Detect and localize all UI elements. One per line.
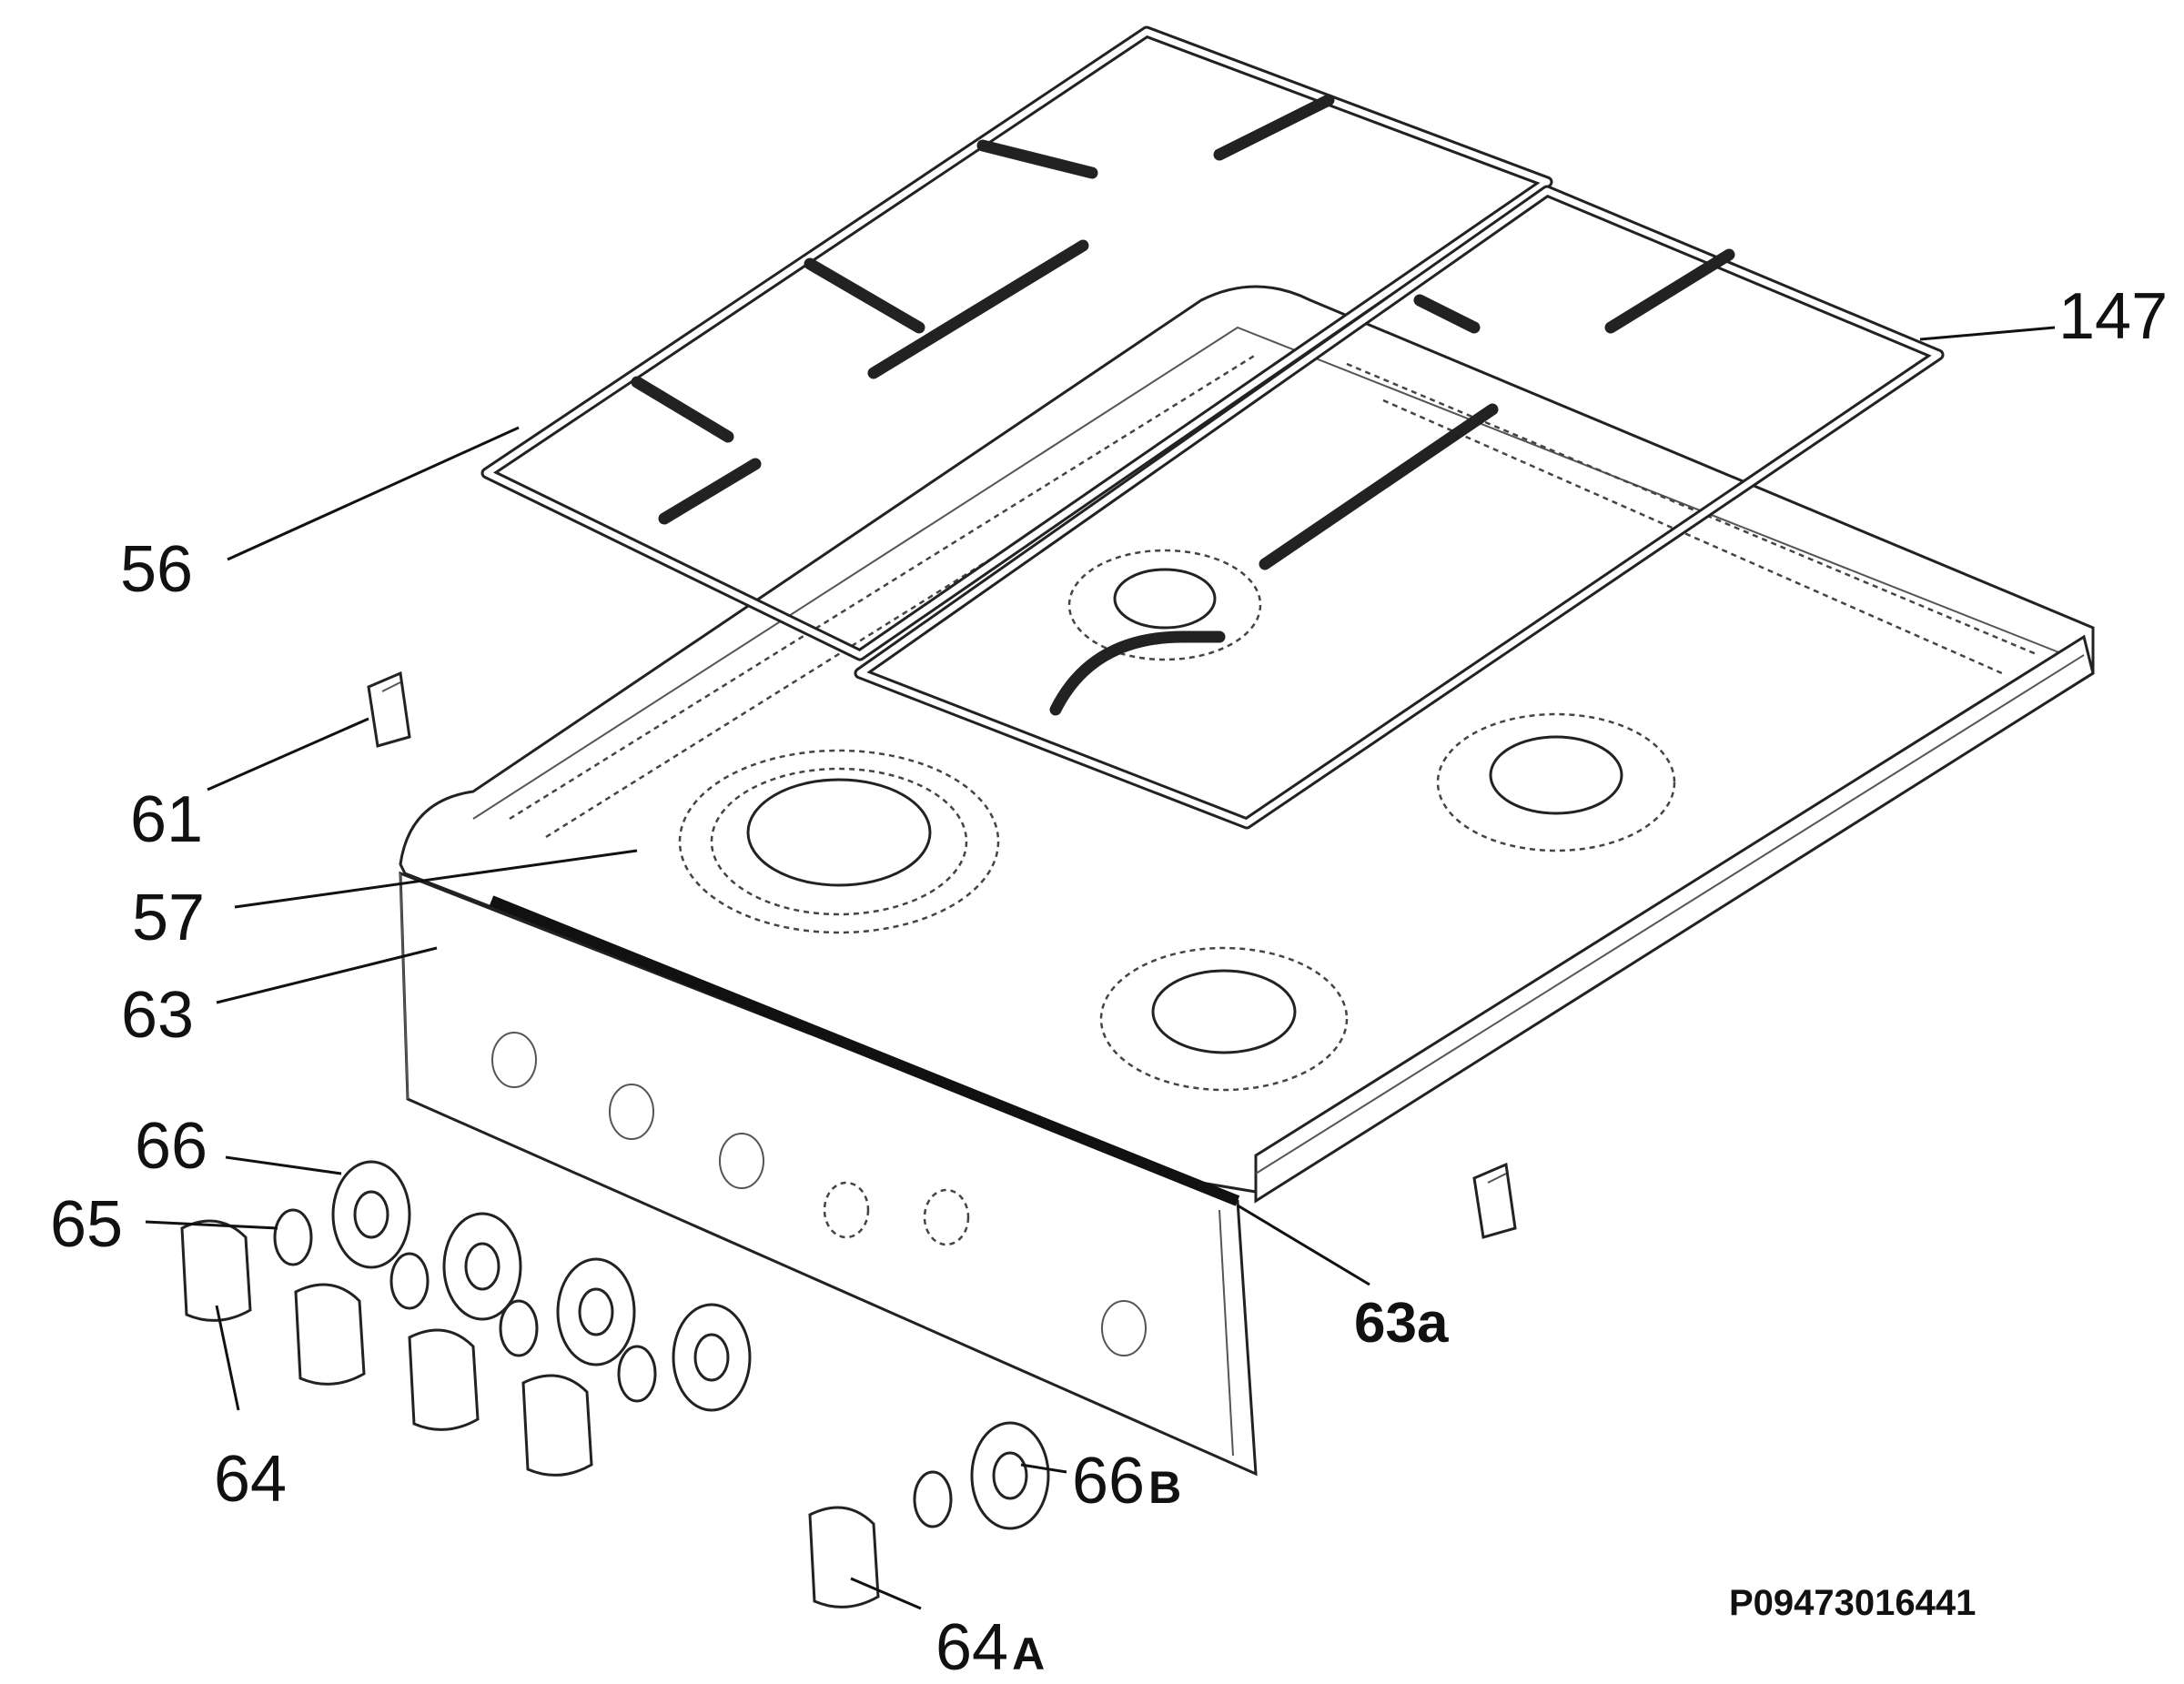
- leader-64A: [850, 1577, 922, 1610]
- burner-rear-right: [1436, 712, 1676, 852]
- seal-strip: [489, 895, 1240, 1206]
- clip-right: [1472, 1162, 1517, 1239]
- leader-57: [234, 849, 638, 909]
- pan-support-left: [480, 25, 1553, 661]
- label-63a: 63a: [1354, 1292, 1449, 1355]
- leader-63: [216, 946, 438, 1004]
- pan-support-right: [854, 185, 1945, 830]
- leader-147: [1919, 326, 2056, 341]
- label-57: 57: [132, 882, 205, 954]
- knob-assemblies: [180, 1160, 1050, 1608]
- leader-61: [207, 717, 369, 792]
- reference-code: P09473016441: [1729, 1583, 1976, 1623]
- label-56: 56: [120, 533, 193, 606]
- hob-top-plate: [399, 285, 2095, 1204]
- leader-64: [215, 1305, 240, 1411]
- burner-front-right: [1099, 946, 1349, 1092]
- leader-65: [145, 1220, 278, 1230]
- label-66B: 66B: [1072, 1445, 1181, 1518]
- leader-63a: [1237, 1204, 1370, 1286]
- leader-56: [227, 426, 520, 561]
- burner-large: [678, 749, 1000, 934]
- leader-66: [225, 1155, 342, 1175]
- label-65: 65: [50, 1188, 123, 1261]
- leader-66B: [1020, 1463, 1067, 1474]
- label-147: 147: [2058, 280, 2168, 353]
- burner-center: [1067, 549, 1262, 661]
- label-63: 63: [121, 979, 194, 1052]
- label-61: 61: [130, 783, 203, 856]
- label-64: 64: [214, 1443, 287, 1516]
- clip-left: [367, 671, 411, 748]
- label-66: 66: [135, 1110, 207, 1183]
- label-64A: 64A: [935, 1611, 1045, 1684]
